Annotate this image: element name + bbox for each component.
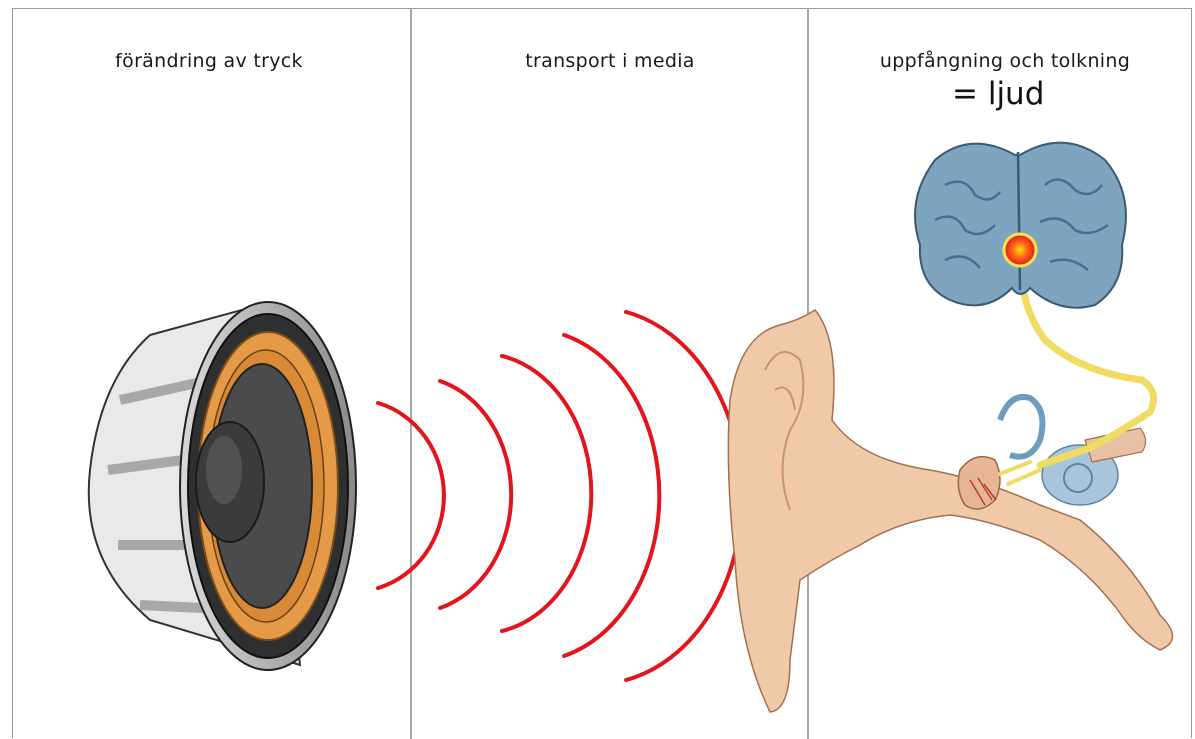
sound-waves-icon <box>378 312 742 680</box>
loudspeaker-icon <box>89 302 356 670</box>
brain-icon <box>915 143 1126 308</box>
